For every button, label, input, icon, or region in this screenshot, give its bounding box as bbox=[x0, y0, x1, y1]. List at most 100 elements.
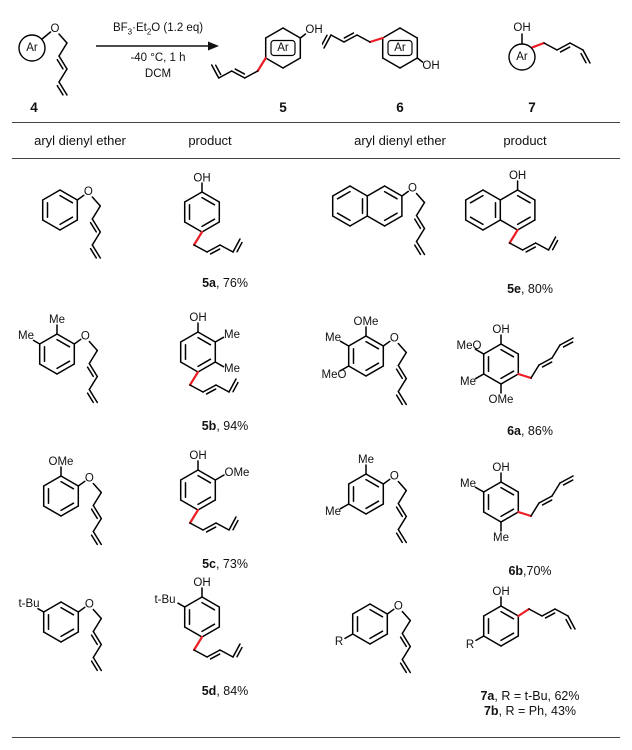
column-header-ether-left: aryl dienyl ether bbox=[34, 133, 126, 148]
divider-bottom bbox=[12, 737, 620, 738]
bond bbox=[543, 42, 558, 51]
atom-label: O bbox=[390, 471, 399, 483]
compound-number-5: 5 bbox=[279, 100, 287, 115]
bond bbox=[88, 362, 99, 378]
bond bbox=[482, 511, 502, 523]
bond bbox=[401, 645, 412, 661]
bond bbox=[89, 221, 98, 233]
bond bbox=[395, 368, 404, 380]
generic-aryl-box bbox=[387, 39, 413, 57]
bond bbox=[92, 517, 103, 533]
bond bbox=[551, 344, 561, 359]
reagent-text: BF bbox=[112, 22, 128, 34]
conditions-temperature: -40 °C, 1 h bbox=[130, 52, 186, 64]
bond bbox=[92, 617, 103, 633]
bond bbox=[464, 219, 484, 231]
reagent-text-2: ·Et bbox=[132, 22, 147, 34]
bond bbox=[383, 212, 398, 222]
ether-for-5a: O bbox=[20, 170, 175, 270]
bond bbox=[365, 362, 380, 372]
molecule-drawing: OH bbox=[183, 173, 243, 255]
bond bbox=[569, 42, 584, 51]
bond bbox=[397, 489, 408, 505]
bond bbox=[58, 68, 68, 83]
bond bbox=[482, 373, 502, 385]
bond bbox=[347, 503, 367, 515]
bond bbox=[556, 42, 571, 51]
compound-number-4: 4 bbox=[30, 100, 38, 115]
bond bbox=[397, 528, 408, 544]
bond bbox=[339, 365, 350, 372]
bond bbox=[397, 515, 408, 531]
bond bbox=[414, 244, 422, 256]
bond bbox=[397, 351, 408, 367]
bond bbox=[397, 377, 408, 393]
bond bbox=[91, 244, 102, 259]
bond bbox=[395, 506, 404, 518]
column-header-product-left: product bbox=[188, 133, 232, 148]
bond bbox=[73, 338, 82, 345]
bond bbox=[205, 526, 217, 533]
bond bbox=[197, 331, 217, 343]
bond bbox=[331, 185, 351, 197]
compound-number-6: 6 bbox=[396, 100, 404, 115]
compound-number-7: 7 bbox=[528, 100, 536, 115]
bond bbox=[86, 392, 95, 404]
bond bbox=[215, 384, 230, 393]
bond bbox=[500, 632, 515, 642]
new-bond-highlight bbox=[530, 41, 546, 49]
bond bbox=[264, 27, 284, 39]
atom-label: Me bbox=[325, 332, 341, 344]
bond bbox=[521, 242, 537, 251]
new-bond-highlight bbox=[517, 372, 533, 380]
atom-label: R bbox=[466, 639, 474, 651]
column-header-product-right: product bbox=[503, 133, 547, 148]
bond bbox=[183, 626, 203, 638]
bond bbox=[365, 365, 385, 377]
bond bbox=[38, 363, 58, 375]
bond bbox=[88, 375, 99, 391]
bond bbox=[201, 596, 221, 608]
bond bbox=[474, 348, 485, 355]
bond bbox=[232, 643, 241, 658]
molecule-drawing: RO bbox=[335, 601, 412, 674]
bond bbox=[344, 633, 354, 640]
bond bbox=[541, 499, 553, 506]
divider-top bbox=[12, 122, 620, 123]
bond bbox=[197, 358, 212, 368]
atom-label: Me bbox=[224, 329, 240, 341]
bond bbox=[365, 478, 380, 488]
bond bbox=[77, 606, 86, 613]
atom-label: OH bbox=[189, 312, 206, 324]
bond bbox=[282, 57, 302, 69]
bond bbox=[381, 57, 401, 69]
bond bbox=[42, 505, 62, 517]
atom-label: Me bbox=[224, 363, 240, 375]
atom-label: Ar bbox=[394, 42, 406, 54]
atom-label: O bbox=[84, 186, 93, 198]
bond bbox=[366, 215, 386, 227]
bond bbox=[415, 240, 426, 256]
bond bbox=[32, 339, 41, 345]
bond bbox=[201, 191, 221, 203]
bond bbox=[299, 33, 307, 39]
bond bbox=[415, 192, 426, 204]
bond bbox=[516, 216, 531, 226]
bond bbox=[91, 218, 102, 233]
bond bbox=[397, 364, 408, 380]
atom-label: Ar bbox=[516, 51, 528, 63]
bond bbox=[544, 612, 556, 619]
bond bbox=[538, 495, 553, 504]
bond bbox=[365, 473, 385, 485]
bond bbox=[482, 189, 502, 201]
bond bbox=[397, 342, 408, 354]
